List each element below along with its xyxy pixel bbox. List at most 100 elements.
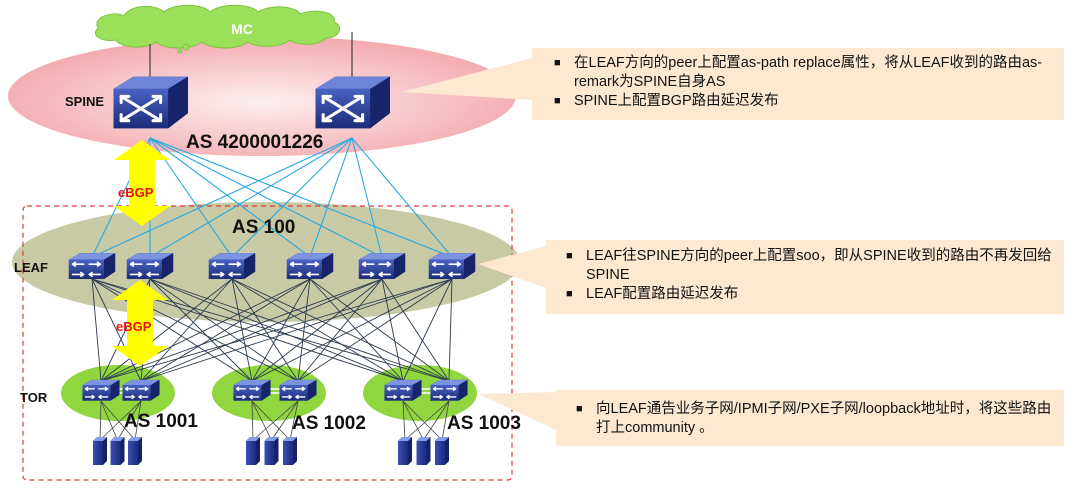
leaf-switch-icon-2 [126, 252, 174, 280]
leaf-tor-link [149, 278, 253, 382]
leaf-switch-icon-5 [358, 252, 406, 280]
leaf-tor-link [100, 278, 383, 382]
spine-leaf-link [149, 137, 453, 258]
leaf-tor-link [100, 278, 453, 382]
tor-switch-icon-1 [81, 379, 121, 402]
leaf-tor-link [91, 278, 102, 382]
leaf-tor-link [100, 278, 311, 382]
leaf-tor-link [140, 278, 233, 382]
tor-server-links [99, 400, 450, 441]
leaf-tor-link [140, 278, 311, 382]
leaf-tor-link [91, 278, 142, 382]
spine-tier-label: SPINE [65, 94, 104, 109]
tor-switch-icon-3 [232, 379, 272, 402]
leaf-tor-link [297, 278, 383, 382]
spine-leaf-link [149, 137, 311, 258]
spine-leaf-link [351, 137, 453, 258]
leaf-tor-link [140, 278, 453, 382]
leaf-as-label: AS 100 [232, 217, 295, 238]
spine-leaf-link [149, 137, 383, 258]
tor-server-link [251, 400, 254, 441]
spine-leaf-link [351, 137, 383, 258]
ebgp-arrow-upper [114, 140, 170, 226]
tor-server-link [251, 400, 272, 441]
spine-switch-icon-1 [111, 74, 190, 130]
server-icon [128, 437, 142, 465]
tor-tier-label: TOR [20, 390, 48, 405]
server-icon [416, 437, 431, 465]
leaf-tor-link [309, 278, 450, 382]
spine-as-label: AS 4200001226 [186, 132, 323, 153]
leaf-switch-icon-6 [428, 252, 476, 280]
callout-tor: 向LEAF通告业务子网/IPMI子网/PXE子网/loopback地址时，将这些… [556, 390, 1064, 446]
leaf-tier-label: LEAF [14, 260, 48, 275]
fabric-frame [22, 205, 513, 481]
server-icon [283, 437, 297, 465]
tor-as-label-2: AS 1002 [292, 413, 366, 434]
leaf-tor-link [100, 278, 233, 382]
spine-leaf-link [309, 137, 353, 258]
server-icon [398, 437, 412, 465]
callout-pointer-1 [402, 58, 532, 100]
tor-server-link [271, 400, 299, 441]
leaf-tor-link [140, 278, 383, 382]
leaf-tor-link [381, 278, 404, 382]
callout-pointer-3 [478, 392, 556, 430]
server-icon [246, 437, 260, 465]
tor-server-link [134, 400, 142, 441]
leaf-switch-icon-3 [208, 252, 256, 280]
spine-leaf-link [149, 137, 353, 258]
tor-switch-icon-6 [429, 379, 469, 402]
callout-leaf: LEAF往SPINE方向的peer上配置soo，即从SPINE收到的路由不再发回… [546, 240, 1064, 314]
callout-spine: 在LEAF方向的peer上配置as-path replace属性，将从LEAF收… [532, 48, 1064, 120]
callout-tor-item-1: 向LEAF通告业务子网/IPMI子网/PXE子网/loopback地址时，将这些… [576, 400, 1054, 438]
spine-leaf-link [91, 137, 353, 258]
leaf-tor-link [309, 278, 404, 382]
tor-server-link [404, 400, 450, 441]
server-icon [435, 437, 449, 465]
leaf-tor-link [402, 278, 453, 382]
ebgp-arrow-lower [112, 280, 168, 366]
leaf-tor-link [231, 278, 299, 382]
callout-spine-item-1: 在LEAF方向的peer上配置as-path replace属性，将从LEAF收… [554, 54, 1054, 92]
leaf-switch-icon-4 [286, 252, 334, 280]
tor-server-link [100, 400, 118, 441]
tor-server-link [402, 400, 443, 441]
tor-server-link [99, 400, 102, 441]
server-icon [264, 437, 279, 465]
spine-leaf-link [231, 137, 353, 258]
tor-server-link [100, 400, 136, 441]
tor-switch-icon-4 [278, 379, 318, 402]
tor-server-link [289, 400, 299, 441]
leaf-tor-link [297, 278, 311, 382]
callout-pointer-2 [478, 246, 546, 288]
ebgp-label-upper: eBGP [118, 185, 154, 200]
leaf-switch-icon-1 [68, 252, 116, 280]
tor-server-link [99, 400, 142, 441]
callout-leaf-item-2: LEAF配置路由延迟发布 [566, 285, 1054, 304]
tor-server-link [402, 400, 424, 441]
leaf-tor-link [251, 278, 311, 382]
spine-switch-icon-2 [313, 74, 392, 130]
tor-server-link [423, 400, 450, 441]
cloud-label: MC [231, 21, 253, 37]
tor-server-link [441, 400, 450, 441]
tor-server-link [117, 400, 142, 441]
cloud-icon [94, 4, 341, 54]
leaf-tor-link [251, 278, 453, 382]
callout-leaf-item-1: LEAF往SPINE方向的peer上配置soo，即从SPINE收到的路由不再发回… [566, 247, 1054, 285]
leaf-tor-link [448, 278, 453, 382]
server-icon [93, 437, 107, 465]
tor-as-label-3: AS 1003 [447, 413, 521, 434]
tor-as-label-1: AS 1001 [124, 411, 198, 432]
server-icon [110, 437, 125, 465]
tor-switch-icon-2 [121, 379, 161, 402]
callout-spine-item-2: SPINE上配置BGP路由延迟发布 [554, 92, 1054, 111]
leaf-tor-link [251, 278, 383, 382]
tor-switch-icon-5 [383, 379, 423, 402]
ebgp-label-lower: eBGP [116, 319, 152, 334]
tor-server-link [252, 400, 299, 441]
leaf-tor-link [297, 278, 453, 382]
tor-server-link [251, 400, 291, 441]
